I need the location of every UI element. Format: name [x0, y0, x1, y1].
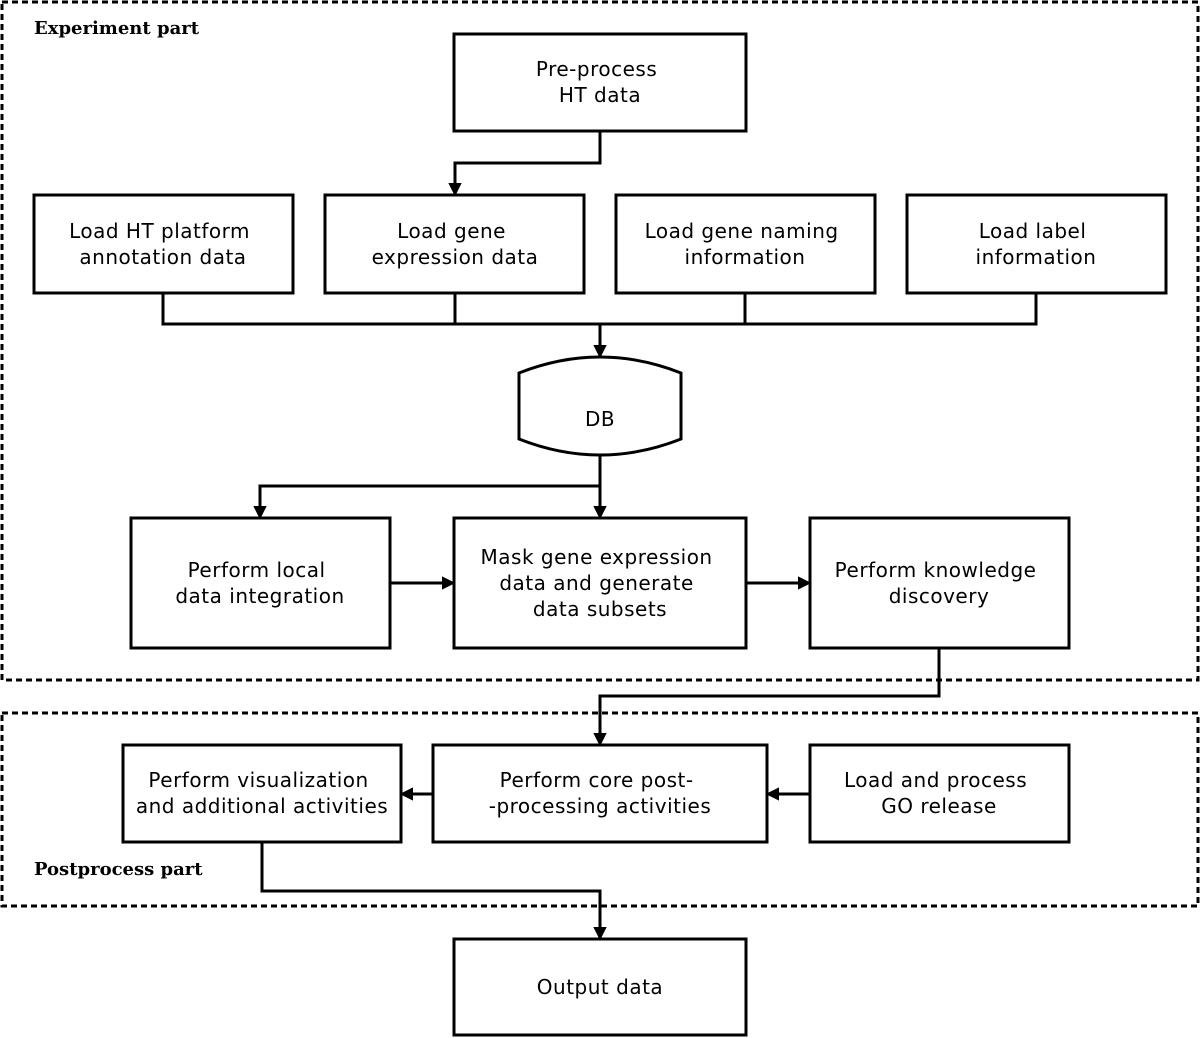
node-load-platform-label: Load HT platform annotation data — [69, 219, 257, 269]
experiment-region — [0, 0, 1200, 682]
node-load-platform: Load HT platform annotation data — [32, 193, 295, 295]
connectors — [161, 131, 1038, 941]
node-local-integration: Perform local data integration — [129, 516, 392, 650]
arrow-db-to-local-integration — [253, 484, 600, 520]
postprocess-region-label: Postprocess part — [34, 859, 203, 880]
node-preprocess: Pre-process HT data — [452, 32, 748, 133]
node-go-release-label: Load and process GO release — [844, 768, 1034, 818]
database-icon — [517, 355, 683, 457]
arrow-preprocess-to-expression — [448, 131, 602, 197]
node-preprocess-label: Pre-process HT data — [536, 57, 664, 107]
node-load-naming: Load gene naming information — [614, 193, 877, 295]
node-mask: Mask gene expression data and generate d… — [452, 516, 748, 650]
node-db-label: DB — [585, 407, 615, 431]
node-local-integration-label: Perform local data integration — [175, 558, 344, 608]
postprocess-region — [0, 711, 1200, 908]
node-db: DB — [517, 355, 683, 457]
node-mask-label: Mask gene expression data and generate d… — [481, 545, 720, 621]
node-load-label: Load label information — [905, 193, 1168, 295]
arrow-visualization-to-output — [260, 842, 607, 941]
node-load-label-label: Load label information — [976, 219, 1097, 269]
node-knowledge: Perform knowledge discovery — [808, 516, 1071, 650]
node-knowledge-label: Perform knowledge discovery — [835, 558, 1044, 608]
node-go-release: Load and process GO release — [808, 743, 1071, 844]
node-output: Output data — [452, 937, 748, 1037]
experiment-region-label: Experiment part — [34, 18, 200, 39]
node-visualization-label: Perform visualization and additional act… — [136, 768, 388, 818]
node-output-label: Output data — [537, 975, 663, 999]
node-core-post-label: Perform core post- -processing activitie… — [489, 768, 712, 818]
node-load-expression-label: Load gene expression data — [372, 219, 539, 269]
merge-bus — [161, 293, 1038, 326]
node-visualization: Perform visualization and additional act… — [121, 743, 403, 844]
node-load-naming-label: Load gene naming information — [645, 219, 846, 269]
node-core-post: Perform core post- -processing activitie… — [431, 743, 769, 844]
node-load-expression: Load gene expression data — [323, 193, 586, 295]
arrow-knowledge-to-core — [593, 648, 941, 747]
